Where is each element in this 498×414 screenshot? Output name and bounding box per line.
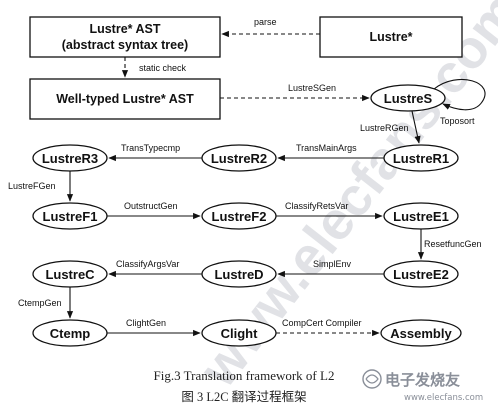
lustreF2-label: LustreF2 <box>212 209 267 224</box>
welltyped-label: Well-typed Lustre* AST <box>56 92 194 106</box>
edge-simplEnv-label: SimplEnv <box>313 259 352 269</box>
edge-lustreFGen-label: LustreFGen <box>8 181 56 191</box>
lustre-star-label: Lustre* <box>369 30 412 44</box>
edge-lustreRGen <box>411 110 421 144</box>
edge-transMainArgs-label: TransMainArgs <box>296 143 357 153</box>
edge-classifyArgsVar-label: ClassifyArgsVar <box>116 259 179 269</box>
logo-icon <box>362 369 382 389</box>
ctemp-label: Ctemp <box>50 326 91 341</box>
edge-compcert-label: CompCert Compiler <box>282 318 362 328</box>
lustreR2-label: LustreR2 <box>211 151 267 166</box>
logo-url: www.elecfans.com <box>404 393 483 403</box>
edge-resetfuncGen-label: ResetfuncGen <box>424 239 482 249</box>
lustreD-label: LustreD <box>214 267 263 282</box>
lustreS-node <box>370 84 446 112</box>
edge-static-check-label: static check <box>139 63 187 73</box>
clight-label: Clight <box>221 326 258 341</box>
edge-ctempGen-label: CtempGen <box>18 298 62 308</box>
lustreS-label: LustreS <box>384 91 433 106</box>
edge-lustreRGen-label: LustreRGen <box>360 123 409 133</box>
lustreC-label: LustreC <box>45 267 95 282</box>
assembly-label: Assembly <box>390 326 452 341</box>
edge-classifyRetsVar-label: ClassifyRetsVar <box>285 201 348 211</box>
lustre-ast-sublabel: (abstract syntax tree) <box>62 38 188 52</box>
welltyped-box <box>29 78 221 120</box>
lustreE1-label: LustreE1 <box>393 209 449 224</box>
edge-toposort-loop <box>433 79 486 111</box>
edge-outstructGen-label: OutstructGen <box>124 201 178 211</box>
edge-transTypecmp-label: TransTypecmp <box>121 143 180 153</box>
caption-english: Fig.3 Translation framework of L2 <box>154 368 335 383</box>
site-logo: 电子发烧友 www.elecfans.com <box>362 369 483 403</box>
edge-lustreSGen-label: LustreSGen <box>288 83 336 93</box>
lustreR3-label: LustreR3 <box>42 151 98 166</box>
edge-toposort-label: Toposort <box>440 116 475 126</box>
lustre-ast-label: Lustre* AST <box>89 22 160 36</box>
logo-text: 电子发烧友 <box>385 371 460 389</box>
lustreR1-label: LustreR1 <box>393 151 449 166</box>
lustre-star-box <box>319 16 463 58</box>
caption-chinese: 图 3 L2C 翻译过程框架 <box>181 389 306 404</box>
edge-clightGen-label: ClightGen <box>126 318 166 328</box>
edge-parse-label: parse <box>254 17 277 27</box>
lustreE2-label: LustreE2 <box>393 267 449 282</box>
logo-icon-inner <box>365 374 379 384</box>
assembly-node <box>380 319 462 347</box>
lustre-ast-box <box>29 16 221 58</box>
lustreF1-label: LustreF1 <box>43 209 98 224</box>
